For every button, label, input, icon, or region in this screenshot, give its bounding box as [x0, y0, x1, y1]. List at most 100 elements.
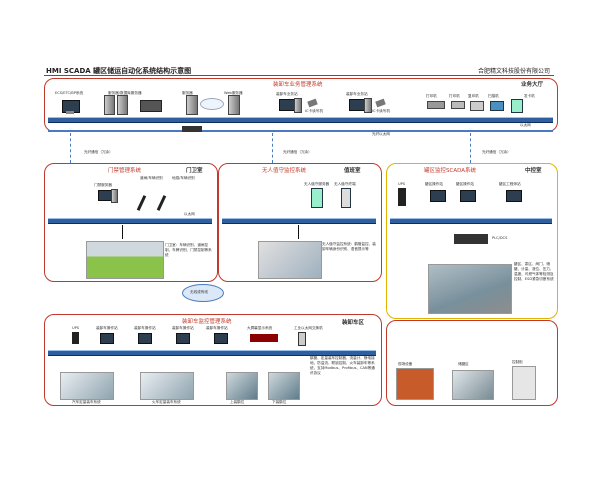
wireless-cloud-left: [182, 284, 224, 302]
plc-label: PLC/DCS: [492, 236, 508, 240]
field-photo-2: [452, 370, 494, 400]
barrier-label: 道闸/车辆识别: [140, 176, 163, 180]
top-loading-photo: [226, 372, 258, 400]
unmanned-server-icon: [311, 188, 323, 208]
bottom-ups-icon: [72, 332, 79, 344]
copier-icon: [470, 101, 484, 111]
network-cloud-icon: [200, 98, 224, 110]
vehicle-id-label: 地感/车辆识别: [172, 176, 195, 180]
loading-station-icon-2: [138, 333, 152, 344]
bottom-loading-photo: [268, 372, 300, 400]
comm-label-mid: 光纤通信（冗余）: [283, 150, 312, 154]
duty-room-label: 值班室: [344, 168, 361, 174]
bottom-loading-label: 下装鹤位: [272, 400, 287, 404]
train-loading-photo: [140, 372, 194, 400]
scanner-icon: [490, 101, 504, 111]
loading-station-label-1: 装卸车操作站: [96, 326, 118, 330]
field-photo-label-3: 控制柜: [512, 360, 523, 364]
db-server-label: 服务器/数据库服务器: [108, 91, 142, 95]
tank-farm-photo: [428, 264, 512, 314]
scanner-label: 扫描机: [488, 94, 499, 98]
control-room-label: 中控室: [525, 168, 542, 174]
card-reader-label: IC卡读写机: [305, 109, 323, 113]
field-photo-label-2: 储罐区: [458, 362, 469, 366]
db-server-icon: [104, 95, 115, 115]
loading-caption: 鹤管、定量装车控制器、流量计、静电接地、防溢流、联锁控制、火车装卸车等系统，支持…: [310, 356, 375, 375]
gate-bus-label: 以太网: [184, 212, 195, 216]
field-photo-3: [512, 366, 536, 400]
card-issuer-label: 发卡机: [524, 94, 535, 98]
train-loading-label: 火车定量装车系统: [152, 400, 181, 404]
loading-station-icon-4: [214, 333, 228, 344]
unmanned-photo-caption: 无人值守监控系统：鹤管监控、装卸车辆身份识别、语音提示等: [322, 242, 376, 251]
truck-loading-photo: [60, 372, 114, 400]
switch-icon: [140, 100, 162, 112]
scada-label: 罐区监控SCADA系统: [424, 168, 476, 174]
scada-engineer-icon: [506, 190, 522, 202]
truck-loading-label: 汽车定量装车系统: [72, 400, 101, 404]
unmanned-photo: [258, 241, 322, 279]
bottom-ups-label: UPS: [72, 326, 80, 330]
scada-station-label-2: 罐区操作站: [456, 182, 474, 186]
gate-photo-caption: 门卫室：车辆识别、道闸控制、车牌识别、门禁控制等系统: [165, 243, 212, 257]
unmanned-terminal-icon: [341, 188, 351, 208]
core-switch-icon: [182, 126, 202, 132]
big-screen-label: 大屏幕显示系统: [247, 326, 273, 330]
fiber-bus-label: 光纤以太网: [372, 132, 390, 136]
diagram-title: HMI SCADA 罐区储运自动化系统结构示意图: [46, 67, 192, 75]
comm-link-left: [70, 133, 71, 163]
db-server-icon-2: [117, 95, 128, 115]
ups-label: UPS: [398, 182, 406, 186]
server-label: 服务器: [182, 91, 193, 95]
top-ethernet-bus: [48, 117, 553, 123]
loading-monitoring-label: 装卸车监控管理系统: [182, 319, 232, 325]
comm-label-left: 光纤通信（冗余）: [84, 150, 113, 154]
loading-station-label-4: 装卸车操作站: [206, 326, 228, 330]
gate-management-label: 门禁管理系统: [108, 168, 142, 174]
top-loading-label: 上装鹤位: [230, 400, 245, 404]
comm-label-right: 光纤通信（冗余）: [482, 150, 511, 154]
comm-link-right: [470, 133, 471, 163]
gate-ethernet-bus: [48, 218, 212, 224]
printer-label: 打印机: [426, 94, 437, 98]
field-photo-label-1: 现场设备: [398, 362, 413, 366]
unmanned-server-label: 无人值守服务器: [304, 182, 330, 186]
industrial-switch-label: 工业以太网交换机: [294, 326, 323, 330]
ups-icon: [398, 188, 406, 206]
business-hall-label: 业务大厅: [521, 82, 544, 88]
comm-link-mid: [272, 133, 273, 163]
loading-station-icon-3: [176, 333, 190, 344]
scada-engineer-label: 罐区工程师站: [499, 182, 521, 186]
copier-label: 复印机: [468, 94, 479, 98]
gate-room-label: 门卫室: [186, 168, 203, 174]
loading-ethernet-bus: [48, 350, 376, 356]
scada-ethernet-bus: [390, 218, 552, 224]
printer-icon: [427, 101, 445, 109]
ecs-label: ECS/ETC/BP系统: [55, 91, 84, 95]
printer-icon-2: [451, 101, 465, 109]
industrial-switch-icon: [298, 332, 306, 346]
business-management-label: 装卸车业务管理系统: [273, 82, 323, 88]
wireless-label-left: 无线或有线: [190, 290, 208, 294]
big-screen-icon: [250, 334, 278, 342]
scada-station-icon: [430, 190, 446, 202]
loading-station-label-2: 装卸车操作站: [134, 326, 156, 330]
unmanned-arrow: [298, 225, 299, 239]
company-name: 合肥精文科技股份有限公司: [478, 68, 551, 75]
business-station-label: 装卸车业务站: [276, 92, 298, 96]
printer-label-2: 打印机: [449, 94, 460, 98]
unmanned-ethernet-bus: [222, 218, 376, 224]
header-rule: [44, 75, 554, 76]
plc-rack-icon: [454, 234, 488, 244]
top-bus-label: 以太网: [520, 123, 531, 127]
unmanned-monitoring-label: 无人值守监控系统: [262, 168, 307, 174]
gate-arrow: [122, 225, 123, 239]
business-station-label-2: 装卸车业务站: [346, 92, 368, 96]
loading-station-icon-1: [100, 333, 114, 344]
loading-area-label: 装卸车区: [342, 320, 365, 326]
web-server-label: Web服务器: [224, 91, 243, 95]
server-icon: [186, 95, 198, 115]
fiber-bus: [48, 130, 553, 132]
unmanned-terminal-label: 无人值守终端: [334, 182, 356, 186]
web-server-icon: [228, 95, 240, 115]
